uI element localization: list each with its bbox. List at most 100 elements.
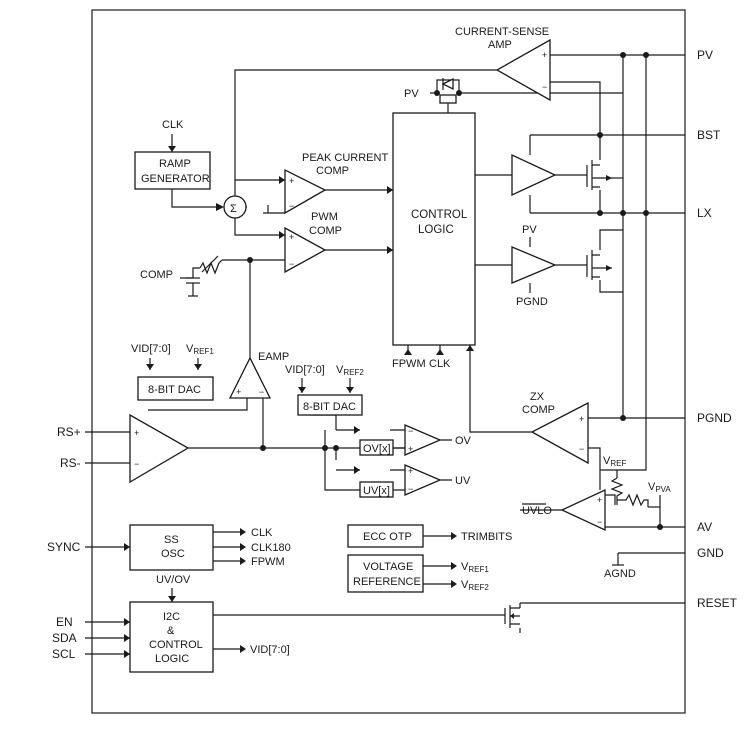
svg-text:+: +: [408, 444, 413, 454]
sigma-icon: Σ: [230, 203, 237, 215]
control-logic-block: [392, 112, 476, 346]
i2c-label-2: &: [167, 625, 175, 637]
voltage-reference-block: [347, 554, 424, 593]
control-clk-label: CLK: [429, 358, 451, 370]
ss-osc-label-1: SS: [164, 534, 179, 546]
dac1-vref-label: VREF1: [186, 343, 214, 356]
wiring: [85, 54, 685, 655]
rs-plus-pin: RS+: [57, 425, 81, 439]
sync-pin: SYNC: [47, 540, 81, 554]
svg-text:−: −: [134, 459, 139, 469]
agnd-label: AGND: [604, 568, 636, 580]
low-side-driver: [511, 246, 557, 284]
clk180-out-label: CLK180: [251, 542, 291, 554]
ss-osc-label-2: OSC: [161, 548, 185, 560]
zx-comp-label-2: COMP: [522, 404, 555, 416]
ov-output-label: OV: [455, 435, 472, 447]
svg-text:+: +: [408, 466, 413, 476]
current-sense-amp-label-1: CURRENT-SENSE: [455, 26, 549, 38]
ramp-generator-label-2: GENERATOR: [141, 173, 210, 185]
ov-box: [359, 439, 394, 456]
uv-output-label: UV: [455, 475, 471, 487]
chip-outline: [91, 9, 686, 714]
trimbits-label: TRIMBITS: [461, 531, 512, 543]
ramp-clk-label: CLK: [162, 119, 184, 131]
i2c-label-1: I2C: [163, 611, 180, 623]
vref-label: VREF: [603, 455, 626, 468]
driver-pv-label: PV: [522, 224, 537, 236]
uvlo-divider-resistor-1: [610, 477, 624, 505]
peak-current-comparator: [284, 168, 327, 215]
low-side-mosfet: [592, 254, 612, 278]
fpwm-out-label: FPWM: [251, 556, 285, 568]
pwm-comp-label-2: COMP: [309, 225, 342, 237]
bst-pin: BST: [697, 128, 721, 142]
uv-box-label: UV[x]: [363, 485, 390, 497]
svg-text:−: −: [597, 517, 602, 527]
gnd-pin: GND: [697, 546, 724, 560]
pv-diode-icon: [441, 77, 454, 91]
reset-pin: RESET: [697, 596, 738, 610]
driver-pgnd-label: PGND: [516, 296, 548, 308]
svg-text:+: +: [236, 387, 241, 397]
vref1-out-label: VREF1: [461, 561, 489, 574]
pgnd-pin: PGND: [697, 411, 732, 425]
dac2-label: 8-BIT DAC: [303, 401, 356, 413]
uvlo-divider-resistor-2: [617, 493, 649, 507]
current-sense-amp: [495, 38, 551, 102]
uv-box: [359, 481, 394, 498]
svg-text:−: −: [579, 444, 584, 454]
dac2-block: [297, 394, 363, 416]
zx-comparator: [530, 401, 589, 465]
i2c-label-3: CONTROL: [149, 639, 203, 651]
pv-top-label: PV: [404, 88, 419, 100]
svg-text:+: +: [542, 50, 547, 60]
arrowheads: [124, 146, 474, 658]
dac2-vref-label: VREF2: [336, 364, 364, 377]
svg-text:−: −: [289, 201, 294, 211]
error-amplifier: [228, 356, 272, 399]
vpva-label: VPVA: [648, 481, 671, 494]
dac1-vid-label: VID[7:0]: [131, 343, 171, 355]
uv-comparator: [404, 464, 442, 496]
current-sense-amp-label-2: AMP: [488, 39, 512, 51]
control-fpwm-label: FPWM: [392, 358, 426, 370]
svg-text:−: −: [259, 387, 264, 397]
pv-pin: PV: [697, 48, 713, 62]
rs-minus-pin: RS-: [60, 456, 81, 470]
zx-comp-label-1: ZX: [530, 391, 545, 403]
svg-text:+: +: [597, 495, 602, 505]
clk-out-label: CLK: [251, 527, 273, 539]
vref2-out-label: VREF2: [461, 579, 489, 592]
ecc-otp-label: ECC OTP: [363, 531, 412, 543]
control-logic-label-1: CONTROL: [411, 209, 468, 221]
rs-differential-amp: [129, 413, 190, 484]
svg-text:−: −: [542, 82, 547, 92]
dac1-block: [137, 376, 214, 401]
svg-text:+: +: [289, 176, 294, 186]
i2c-control-logic-block: [129, 601, 214, 673]
comp-label: COMP: [140, 269, 173, 281]
scl-pin: SCL: [52, 647, 76, 661]
vid-out-label: VID[7:0]: [250, 644, 290, 656]
uv-ov-input-label: UV/OV: [156, 574, 191, 586]
peak-current-comp-label-2: COMP: [316, 165, 349, 177]
svg-text:+: +: [134, 428, 139, 438]
high-side-mosfet: [592, 164, 612, 188]
dac2-vid-label: VID[7:0]: [285, 364, 325, 376]
control-logic-label-2: LOGIC: [418, 224, 454, 236]
voltage-reference-label-1: VOLTAGE: [363, 561, 413, 573]
svg-text:−: −: [408, 484, 413, 494]
dac1-label: 8-BIT DAC: [148, 384, 201, 396]
lx-pin: LX: [697, 206, 712, 220]
svg-text:−: −: [408, 426, 413, 436]
i2c-label-4: LOGIC: [155, 653, 189, 665]
ov-comparator: [404, 424, 442, 456]
en-pin: EN: [56, 615, 73, 629]
peak-current-comp-label-1: PEAK CURRENT: [302, 152, 388, 164]
ramp-generator-label-1: RAMP: [159, 158, 191, 170]
uvlo-comparator: [560, 488, 606, 532]
ramp-generator-block: [134, 151, 211, 190]
pwm-comp-label-1: PWM: [311, 211, 338, 223]
